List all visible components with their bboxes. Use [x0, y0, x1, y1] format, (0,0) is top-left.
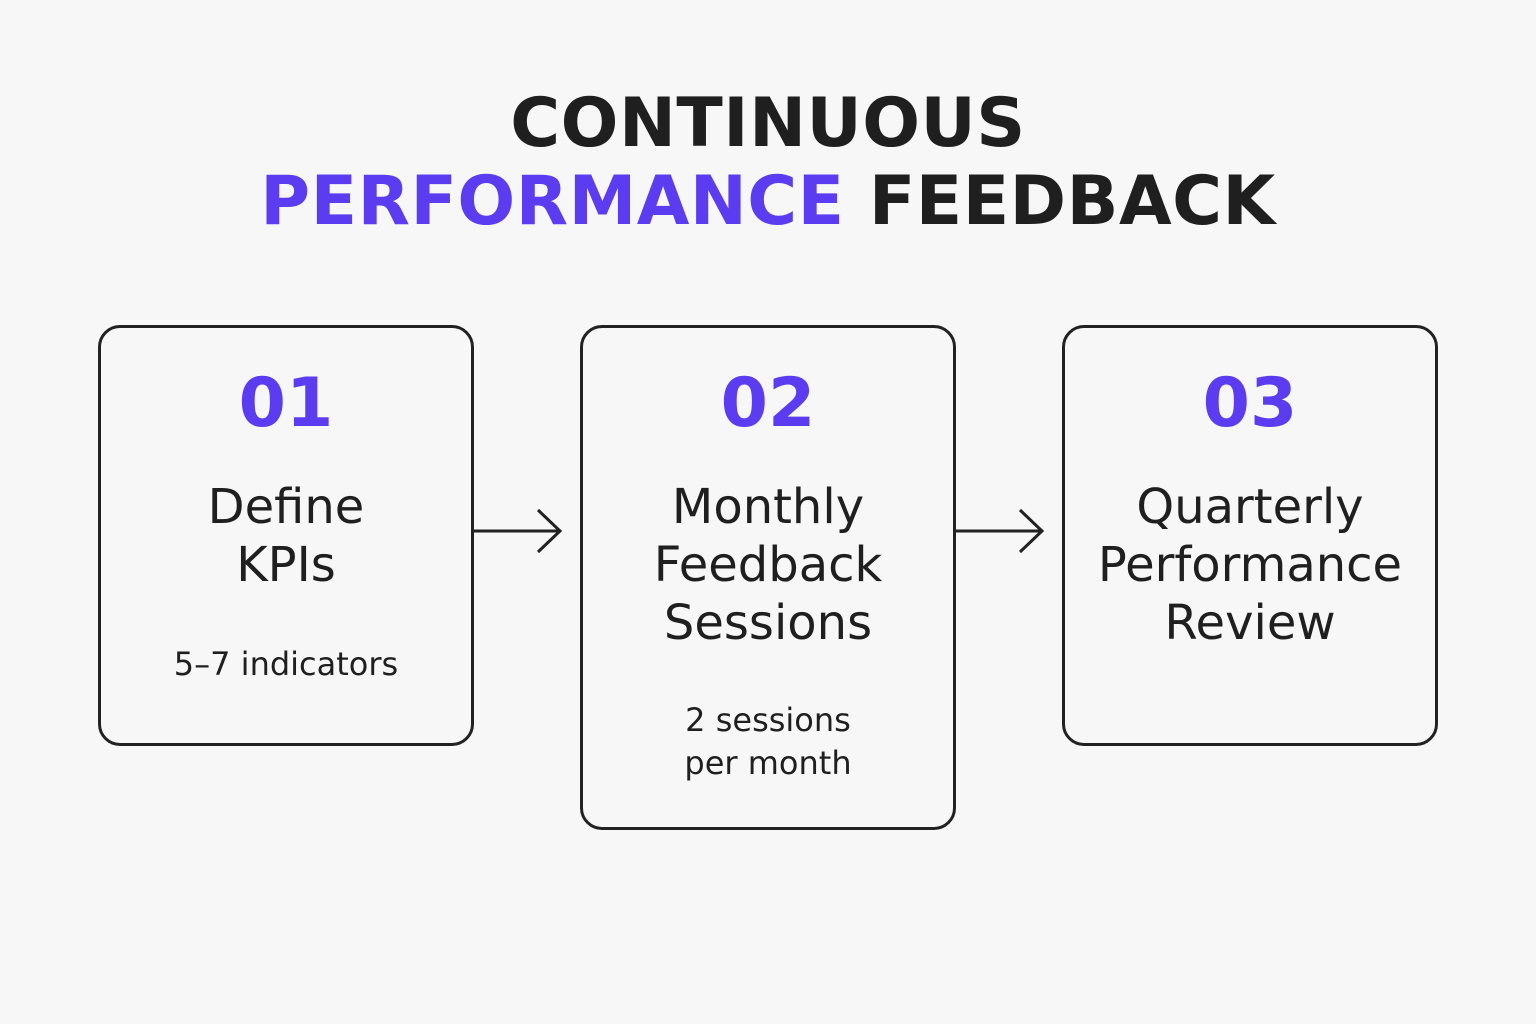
title-word-feedback: FEEDBACK — [868, 162, 1276, 241]
step-detail: 2 sessions per month — [593, 699, 943, 785]
title-line-1: CONTINUOUS — [0, 84, 1536, 164]
step-number: 03 — [1202, 364, 1298, 443]
step-title-line: KPIs — [236, 537, 336, 593]
title-word-continuous: CONTINUOUS — [510, 84, 1026, 163]
step-detail: 5–7 indicators — [111, 643, 461, 686]
step-title: Quarterly Performance Review — [1075, 478, 1425, 652]
step-detail-line: per month — [684, 744, 852, 782]
arrow-right-icon — [474, 508, 563, 554]
step-card-3: 03 Quarterly Performance Review — [1062, 325, 1438, 746]
arrow-right-icon — [956, 508, 1045, 554]
title-line-2: PERFORMANCE FEEDBACK — [0, 162, 1536, 242]
step-title-line: Quarterly — [1136, 479, 1364, 535]
step-title: Define KPIs — [111, 478, 461, 594]
step-title-line: Review — [1164, 595, 1336, 651]
step-number: 02 — [720, 364, 816, 443]
step-title-line: Sessions — [663, 595, 873, 651]
step-title-line: Monthly — [671, 479, 865, 535]
title-word-performance: PERFORMANCE — [260, 162, 845, 241]
step-title-line: Feedback — [653, 537, 883, 593]
step-number: 01 — [238, 364, 334, 443]
step-title: Monthly Feedback Sessions — [593, 478, 943, 652]
step-title-line: Define — [207, 479, 365, 535]
step-card-1: 01 Define KPIs 5–7 indicators — [98, 325, 474, 746]
step-detail-line: 5–7 indicators — [173, 645, 399, 683]
step-detail-line: 2 sessions — [685, 701, 851, 739]
step-card-2: 02 Monthly Feedback Sessions 2 sessions … — [580, 325, 956, 830]
step-title-line: Performance — [1097, 537, 1403, 593]
